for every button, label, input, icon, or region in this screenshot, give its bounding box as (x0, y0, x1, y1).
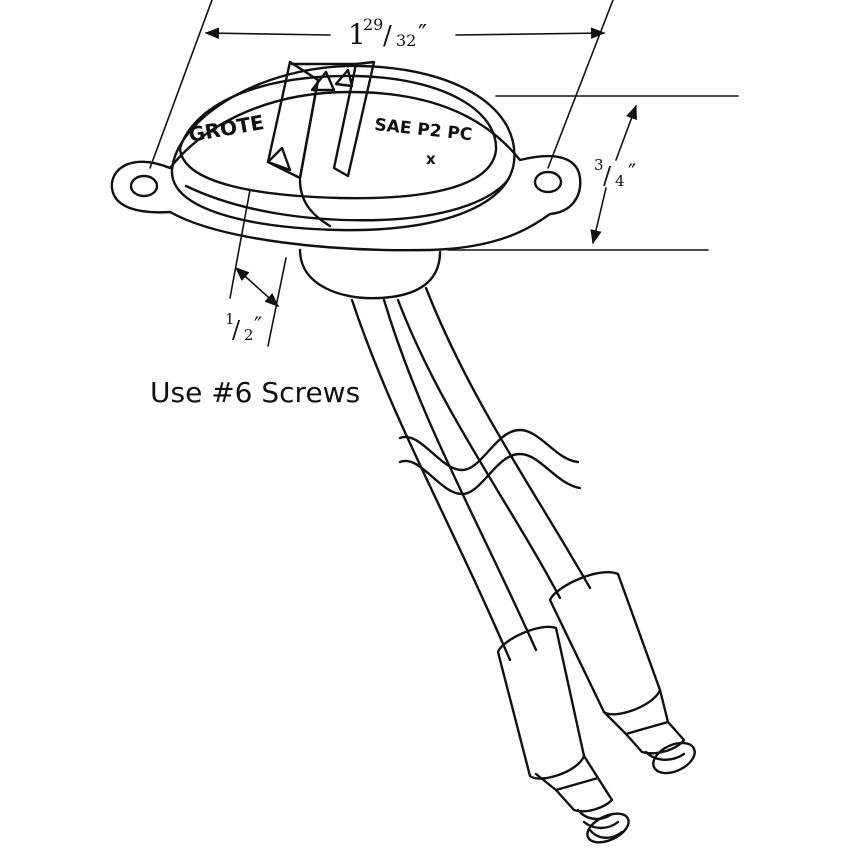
right-connector-sleeve (548, 571, 662, 716)
depth-numerator: 1 (225, 310, 235, 328)
lens-ridge-notch (266, 146, 292, 172)
mounting-flange (110, 90, 582, 252)
right-connector-neck (602, 688, 670, 736)
width-extension-right (547, 0, 614, 169)
lens-center-ridge-right (332, 60, 376, 178)
width-denominator: 32 (396, 31, 416, 50)
screw-note: Use #6 Screws (150, 376, 361, 409)
right-connector-collar (624, 720, 686, 755)
left-connector-tip (586, 812, 630, 844)
height-arrow-up (615, 104, 637, 161)
height-numerator: 3 (594, 156, 604, 174)
wire-break-bottom (398, 452, 582, 496)
lens-center-ridge-edges (290, 62, 358, 180)
width-whole: 1 (348, 18, 366, 51)
width-numerator: 29 (363, 15, 383, 34)
left-connector-neck (534, 754, 600, 792)
lamp-body: GROTE SAE P2 PC x (110, 60, 582, 300)
height-arrow-down (590, 187, 607, 245)
width-arrow-right (455, 27, 606, 39)
lens-seam (298, 178, 332, 228)
wire-left-outer (350, 298, 512, 662)
right-connector (548, 571, 696, 775)
height-fraction-slash: / (603, 162, 612, 190)
brand-text: GROTE (187, 110, 266, 147)
right-connector-tip (652, 741, 696, 775)
lens-arrow-marks (310, 68, 354, 92)
depth-extension-right (267, 257, 287, 347)
height-dimension: 3 / 4 ″ (447, 95, 739, 251)
mounting-hole-left (129, 174, 159, 198)
lens-rim (178, 74, 498, 200)
left-connector-sleeve (496, 625, 586, 780)
depth-fraction-slash: / (232, 316, 241, 344)
left-connector (496, 625, 630, 844)
depth-arrow (234, 267, 280, 307)
marking-symbol: x (426, 150, 436, 168)
depth-unit: ″ (254, 314, 262, 339)
wire-left-inner (382, 298, 538, 652)
mounting-hole-right (533, 170, 563, 194)
wire-right-outer (424, 286, 592, 590)
width-unit: ″ (418, 20, 427, 48)
height-unit: ″ (628, 161, 636, 186)
wire-right-inner (396, 298, 562, 600)
lens-lower-contour (184, 178, 510, 222)
height-denominator: 4 (615, 172, 625, 190)
depth-denominator: 2 (244, 326, 254, 344)
marking-text: SAE P2 PC (373, 115, 473, 145)
width-dimension: 1 29 / 32 ″ (149, 0, 614, 169)
lamp-boss (298, 248, 442, 300)
left-connector-collar (554, 776, 614, 813)
lens-dome-outer (170, 64, 516, 232)
wire-leads (350, 286, 592, 662)
right-connector-ridge (644, 750, 686, 761)
width-extension-left (149, 0, 213, 169)
wire-break-top (398, 428, 580, 472)
width-fraction-slash: / (383, 21, 392, 51)
width-arrow-left (204, 27, 331, 39)
